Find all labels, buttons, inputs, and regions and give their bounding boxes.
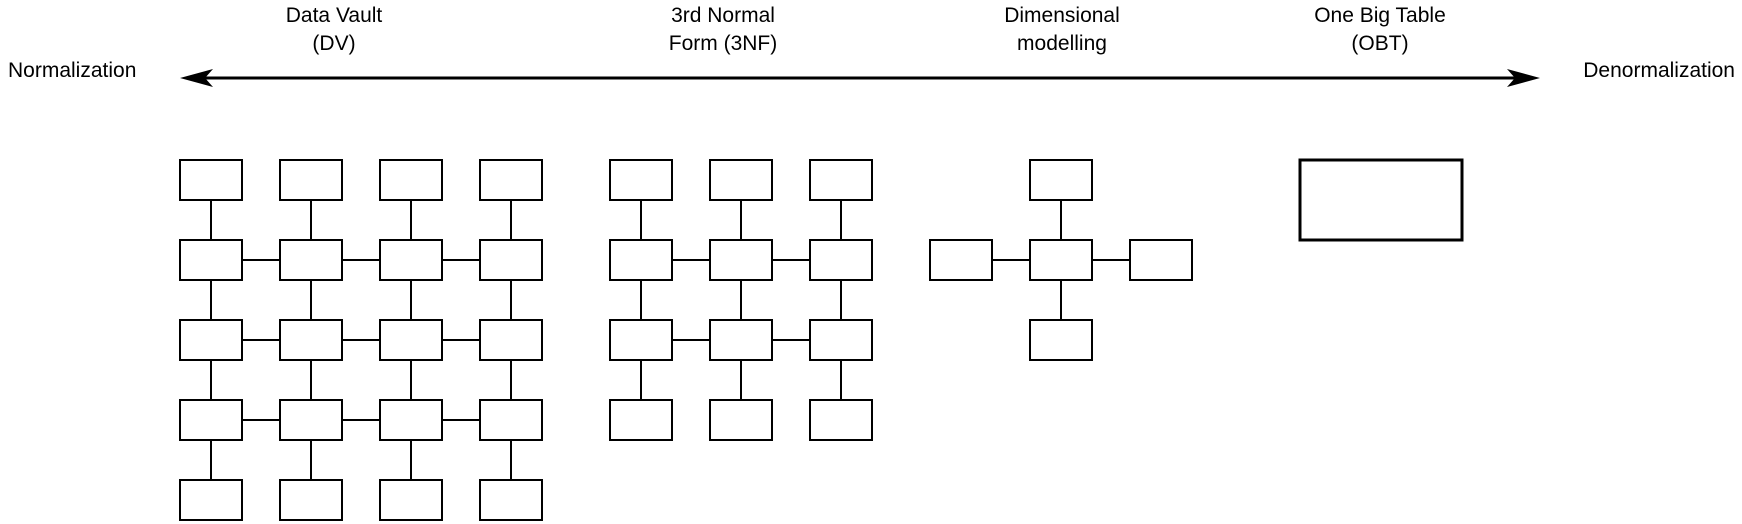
table-box [609, 159, 673, 201]
arrowhead-right [1507, 69, 1540, 87]
table-box [609, 399, 673, 441]
table-box [279, 239, 343, 281]
table-box [279, 399, 343, 441]
approach-label-line: 3rd Normal [671, 4, 775, 27]
approach-label-line: One Big Table [1314, 4, 1446, 27]
table-box [179, 239, 243, 281]
approach-label-line: (DV) [312, 32, 356, 55]
table-box [709, 159, 773, 201]
approach-label-3nf: 3rd Normal Form (3NF) [669, 2, 778, 58]
axis-label-denormalization: Denormalization [1583, 59, 1735, 82]
fact-table-box [1029, 239, 1093, 281]
approach-label-line: (OBT) [1351, 32, 1409, 55]
approach-label-line: Dimensional [1004, 4, 1120, 27]
table-box [379, 479, 443, 521]
table-box [279, 479, 343, 521]
table-box [809, 239, 873, 281]
table-box [709, 239, 773, 281]
table-box [479, 159, 543, 201]
table-box [379, 399, 443, 441]
table-box [379, 159, 443, 201]
dimension-table-box [1029, 159, 1093, 201]
approach-label-obt: One Big Table (OBT) [1314, 2, 1446, 58]
table-box [809, 399, 873, 441]
table-box [379, 239, 443, 281]
dimension-table-box [1129, 239, 1193, 281]
table-box [479, 239, 543, 281]
table-box [479, 399, 543, 441]
table-box [479, 479, 543, 521]
table-box [279, 159, 343, 201]
table-box [809, 159, 873, 201]
table-box [379, 319, 443, 361]
approach-label-line: Data Vault [285, 4, 383, 27]
axis-label-normalization: Normalization [8, 59, 137, 82]
dimension-table-box [929, 239, 993, 281]
table-box [609, 319, 673, 361]
table-box [179, 479, 243, 521]
big-table-box [1298, 158, 1464, 242]
approach-label-data-vault: Data Vault (DV) [286, 2, 383, 58]
approach-label-dimensional: Dimensional modelling [1004, 2, 1120, 58]
table-box [179, 159, 243, 201]
table-box [279, 319, 343, 361]
table-box [809, 319, 873, 361]
table-box [709, 399, 773, 441]
table-box [179, 399, 243, 441]
table-box [609, 239, 673, 281]
approach-label-line: modelling [1017, 32, 1107, 55]
table-box [479, 319, 543, 361]
approach-label-line: Form (3NF) [668, 32, 778, 55]
table-box [179, 319, 243, 361]
dimension-table-box [1029, 319, 1093, 361]
table-box [709, 319, 773, 361]
arrowhead-left [180, 69, 213, 87]
